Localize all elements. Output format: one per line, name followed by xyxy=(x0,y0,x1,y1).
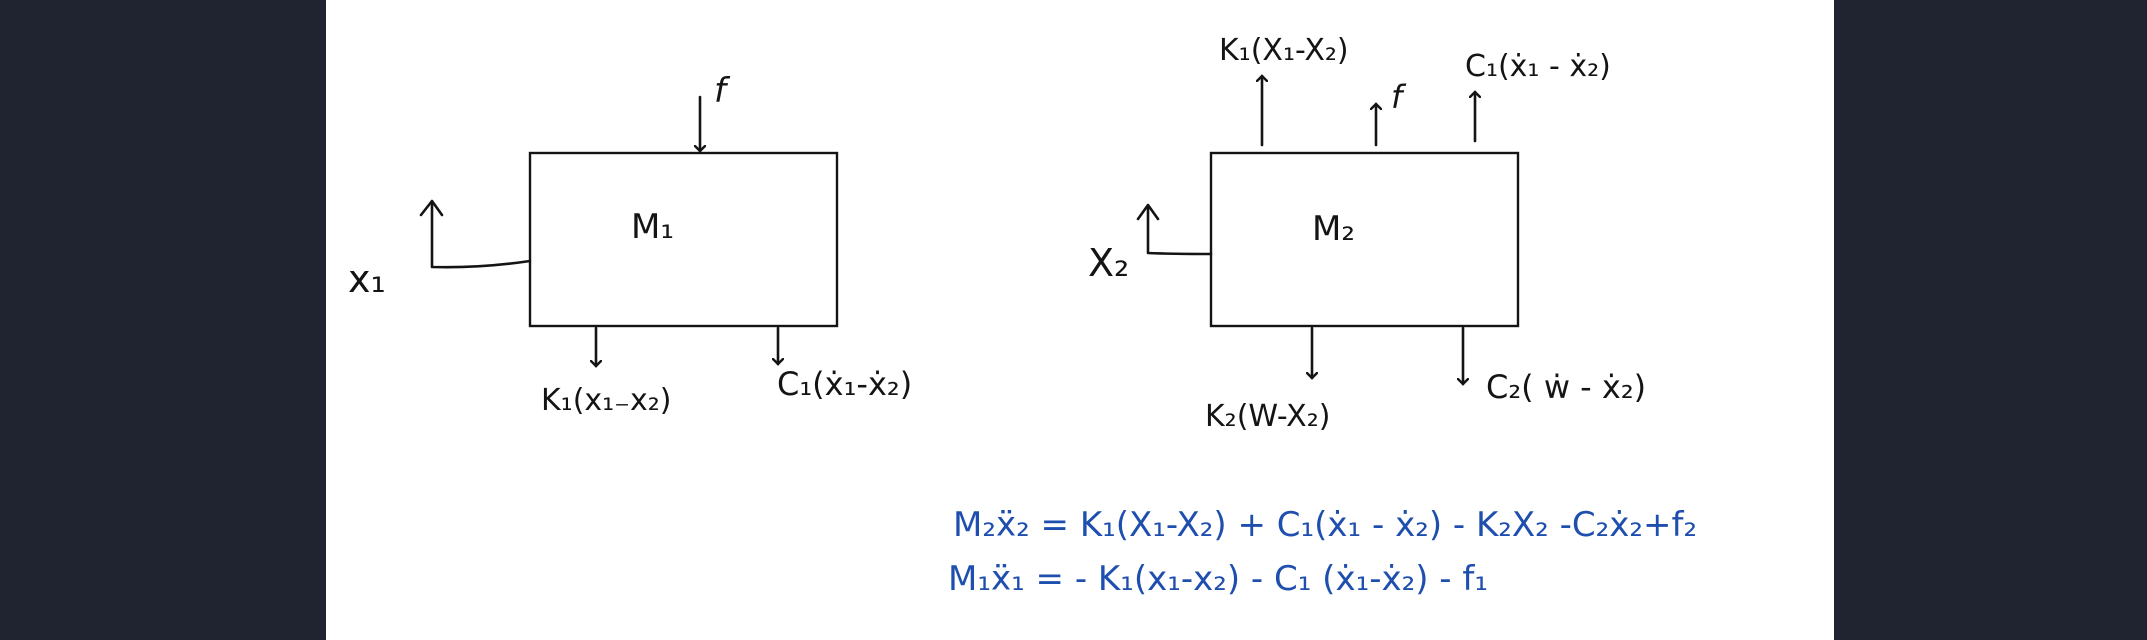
free-body-diagram: M₁ f x₁ K₁(x₁₋x₂) C₁(ẋ₁-ẋ₂) M₂ K₁(X₁-X₂)… xyxy=(348,33,1697,599)
diagram-page: M₁ f x₁ K₁(x₁₋x₂) C₁(ẋ₁-ẋ₂) M₂ K₁(X₁-X₂)… xyxy=(326,0,1834,640)
mass-m1-label: M₁ xyxy=(631,207,674,247)
disp-x1-arrow xyxy=(430,201,532,269)
damper-c1-up-label: C₁(ẋ₁ - ẋ₂) xyxy=(1465,49,1611,84)
spring-k1-label: K₁(x₁₋x₂) xyxy=(541,383,672,418)
disp-x1-label: x₁ xyxy=(348,257,386,301)
disp-x2-arrowhead xyxy=(1136,203,1160,221)
equation-m1: M₁ẍ₁ = - K₁(x₁-x₂) - C₁ (ẋ₁-ẋ₂) - f₁ xyxy=(948,559,1488,599)
equation-m2: M₂ẍ₂ = K₁(X₁-X₂) + C₁(ẋ₁ - ẋ₂) - K₂X₂ -C… xyxy=(953,505,1697,545)
disp-x2-label: X₂ xyxy=(1088,241,1129,285)
mass-m1-box xyxy=(528,151,839,328)
disp-x1-arrowhead xyxy=(419,199,444,217)
mass-m2-box xyxy=(1209,151,1520,328)
mass-m2-label: M₂ xyxy=(1312,209,1355,249)
spring-k1-up-label: K₁(X₁-X₂) xyxy=(1219,33,1349,68)
force-f-label: f xyxy=(714,71,731,111)
disp-x2-arrow xyxy=(1146,205,1213,256)
damper-c2-label: C₂( ẇ - ẋ₂) xyxy=(1486,368,1646,406)
spring-k2-label: K₂(W-X₂) xyxy=(1205,399,1330,434)
damper-c1-label: C₁(ẋ₁-ẋ₂) xyxy=(777,365,912,403)
force-f-up-label: f xyxy=(1391,78,1407,116)
